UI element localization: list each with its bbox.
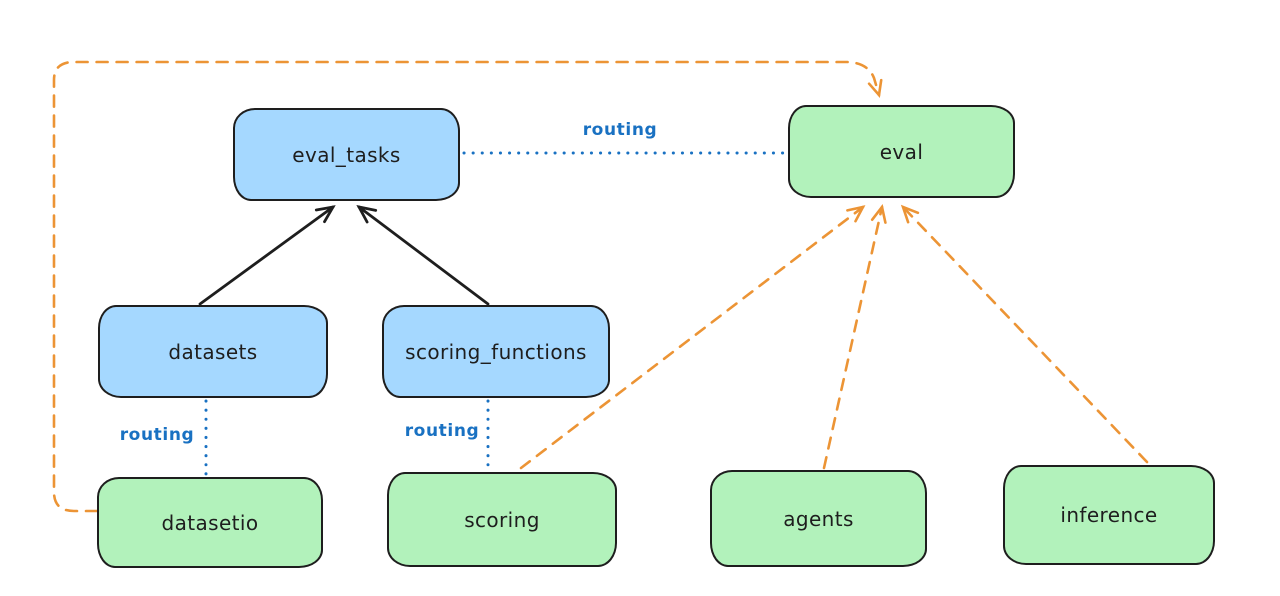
node-scoring[interactable]: scoring: [387, 472, 617, 567]
routing-label-eval-tasks-eval: routing: [582, 120, 658, 140]
node-datasetio-label: datasetio: [161, 510, 259, 535]
node-inference-label: inference: [1060, 503, 1158, 527]
edge-agents-to-eval: [822, 203, 887, 470]
node-datasets[interactable]: datasets: [98, 305, 328, 398]
node-eval-tasks-label: eval_tasks: [292, 142, 401, 167]
node-scoring-functions-label: scoring_functions: [405, 339, 587, 364]
node-agents-label: agents: [783, 506, 854, 531]
node-eval-label: eval: [879, 139, 924, 164]
routing-label-datasets-datasetio: routing: [119, 425, 195, 445]
edge-datasets-to-eval-tasks: [198, 205, 336, 306]
node-datasets-label: datasets: [168, 339, 258, 364]
node-datasetio[interactable]: datasetio: [97, 477, 323, 568]
node-scoring-functions[interactable]: scoring_functions: [382, 305, 610, 398]
edge-datasetio-to-eval: [52, 60, 883, 513]
node-scoring-label: scoring: [464, 507, 540, 532]
node-inference[interactable]: inference: [1003, 465, 1215, 565]
edge-scoring-to-eval: [519, 205, 866, 470]
edge-inference-to-eval: [900, 204, 1149, 464]
edge-scoring-functions-to-eval-tasks: [356, 205, 490, 306]
routing-label-scoring-functions-scoring: routing: [404, 421, 480, 441]
node-eval[interactable]: eval: [788, 105, 1015, 198]
node-agents[interactable]: agents: [710, 470, 927, 567]
node-eval-tasks[interactable]: eval_tasks: [233, 108, 460, 201]
